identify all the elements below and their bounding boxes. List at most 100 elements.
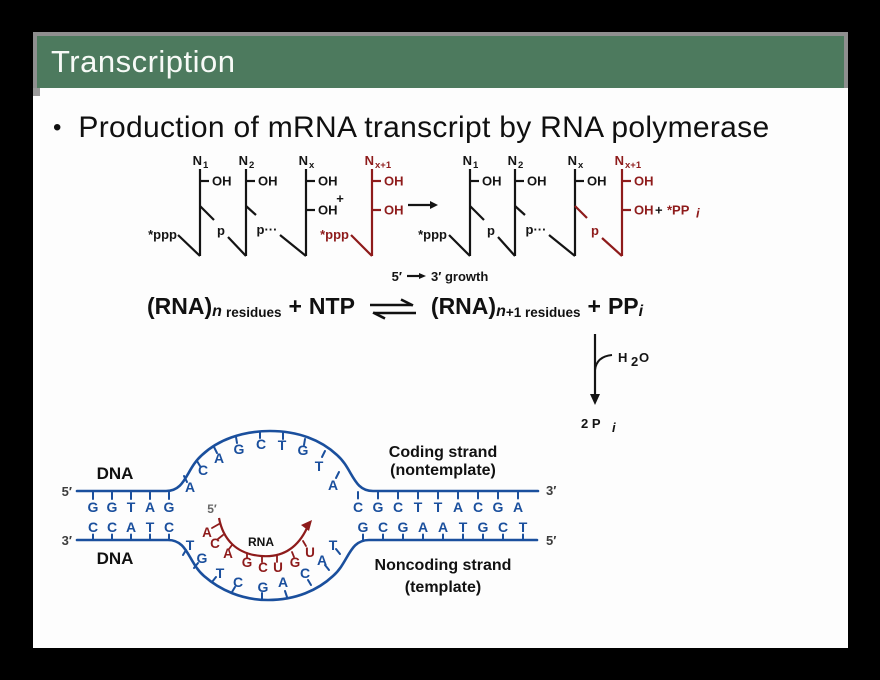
rna-base: A (202, 525, 212, 540)
eq-plus-left: + (288, 293, 302, 319)
base: C (88, 519, 98, 535)
base: A (145, 499, 155, 515)
oh-label: OH (212, 174, 232, 189)
growth-direction-label: 5′ 3′ growth (392, 269, 489, 284)
base: G (493, 499, 504, 515)
base-nx: N (299, 153, 308, 168)
water-sub: 2 (631, 354, 638, 369)
chain-elongation-diagram: N 1 N 2 N x OH OH OH OH *ppp p p··· + (148, 153, 700, 284)
base: C (300, 565, 310, 581)
oh-label: OH (634, 203, 654, 218)
coding-strand-sublabel: (nontemplate) (390, 462, 496, 479)
oh-label: OH (318, 203, 338, 218)
rna-arrowhead-icon (301, 520, 312, 531)
base: T (127, 499, 136, 515)
right-duplex-bases: C G C T T A C G A G C G A A T G C T (353, 499, 528, 535)
rna-five-prime: 5′ (207, 502, 217, 516)
slide-title-bar: Transcription (33, 32, 848, 88)
plus-sign: + (336, 191, 344, 206)
oh-label: OH (258, 174, 278, 189)
base: A (126, 519, 136, 535)
base-n2-sub: 2 (249, 160, 254, 171)
oh-label: OH (384, 174, 404, 189)
base-nx-sub: x (578, 160, 584, 171)
base: T (459, 519, 468, 535)
base-n1-sub: 1 (203, 160, 209, 171)
rna-base: G (290, 555, 301, 570)
left-bottom-three-prime: 3′ (62, 533, 72, 548)
slide: Transcription • Production of mRNA trans… (33, 32, 848, 648)
base-nx1-sub: x+1 (625, 160, 642, 171)
noncoding-strand-sublabel: (template) (405, 579, 481, 596)
rna-base: C (210, 536, 220, 551)
base: G (398, 519, 409, 535)
base: T (434, 499, 443, 515)
right-duplex-ticks (357, 491, 524, 541)
growth-five-prime: 5′ (392, 269, 402, 284)
base: C (353, 499, 363, 515)
hydrolysis-arrow-diagram: H 2 O 2 P i (581, 334, 649, 435)
reaction-arrow (408, 201, 438, 209)
rna-base: G (242, 555, 253, 570)
top-arc-bases: A C A G C T G T A (185, 436, 338, 495)
coding-strand-label: Coding strand (389, 444, 497, 461)
title-bar-corner-nub (33, 88, 40, 96)
phosphate-dots-label: p··· (526, 222, 547, 237)
pyrophosphate-sub: i (696, 206, 700, 221)
base-n2-sub: 2 (518, 160, 523, 171)
rna-label: RNA (248, 535, 274, 549)
rna-base: C (258, 560, 268, 575)
strand-annotations: Coding strand (nontemplate) Noncoding st… (375, 444, 512, 596)
triphosphate-label: *ppp (418, 227, 447, 242)
bullet-text: Production of mRNA transcript by RNA pol… (78, 111, 770, 144)
base: G (358, 519, 369, 535)
water-h: H (618, 350, 627, 365)
base: C (473, 499, 483, 515)
base-n2: N (508, 153, 517, 168)
eq-rhs-sub-n: n (496, 303, 506, 320)
bullet-marker: • (53, 114, 62, 141)
base: G (88, 499, 99, 515)
eq-lhs-sub-n: n (212, 303, 222, 320)
base: G (107, 499, 118, 515)
rna-transcript: A C A G C U G U 5′ RNA (202, 502, 315, 575)
oh-label: OH (527, 174, 547, 189)
noncoding-strand-label: Noncoding strand (375, 557, 512, 574)
slide-title: Transcription (51, 44, 236, 79)
base: C (233, 574, 243, 590)
base-nx1: N (615, 153, 624, 168)
base: G (298, 442, 309, 458)
oh-label: OH (587, 174, 607, 189)
triphosphate-label: *ppp (148, 227, 177, 242)
bottom-arc-ticks (182, 548, 341, 600)
rna-base: U (273, 560, 283, 575)
bullet-line: • Production of mRNA transcript by RNA p… (53, 111, 769, 145)
growth-three-prime: 3′ growth (431, 269, 488, 284)
dna-label-top: DNA (97, 464, 134, 483)
base: A (513, 499, 523, 515)
right-bottom-five-prime: 5′ (546, 533, 556, 548)
eq-lhs: (RNA) (147, 293, 213, 319)
base: T (186, 537, 195, 553)
phosphate-product-sub: i (612, 420, 616, 435)
right-top-three-prime: 3′ (546, 483, 556, 498)
base: C (378, 519, 388, 535)
base-nx-sub: x (309, 160, 315, 171)
base: T (329, 537, 338, 553)
base: A (328, 477, 338, 493)
dna-strand-lines (75, 429, 540, 602)
equilibrium-harpoons-icon (369, 298, 416, 320)
base: A (418, 519, 428, 535)
oh-label: OH (384, 203, 404, 218)
triphosphate-label-red: *ppp (320, 227, 349, 242)
base: A (214, 450, 224, 466)
new-phosphate-label: p (591, 223, 599, 238)
base-n2: N (239, 153, 248, 168)
elongation-equation: (RNA) n residues + NTP (RNA) n +1 residu… (147, 293, 643, 320)
phosphate-product: 2 P (581, 416, 601, 431)
base: A (278, 574, 288, 590)
base: C (198, 462, 208, 478)
top-arc-ticks (183, 431, 340, 483)
base: G (197, 550, 208, 566)
